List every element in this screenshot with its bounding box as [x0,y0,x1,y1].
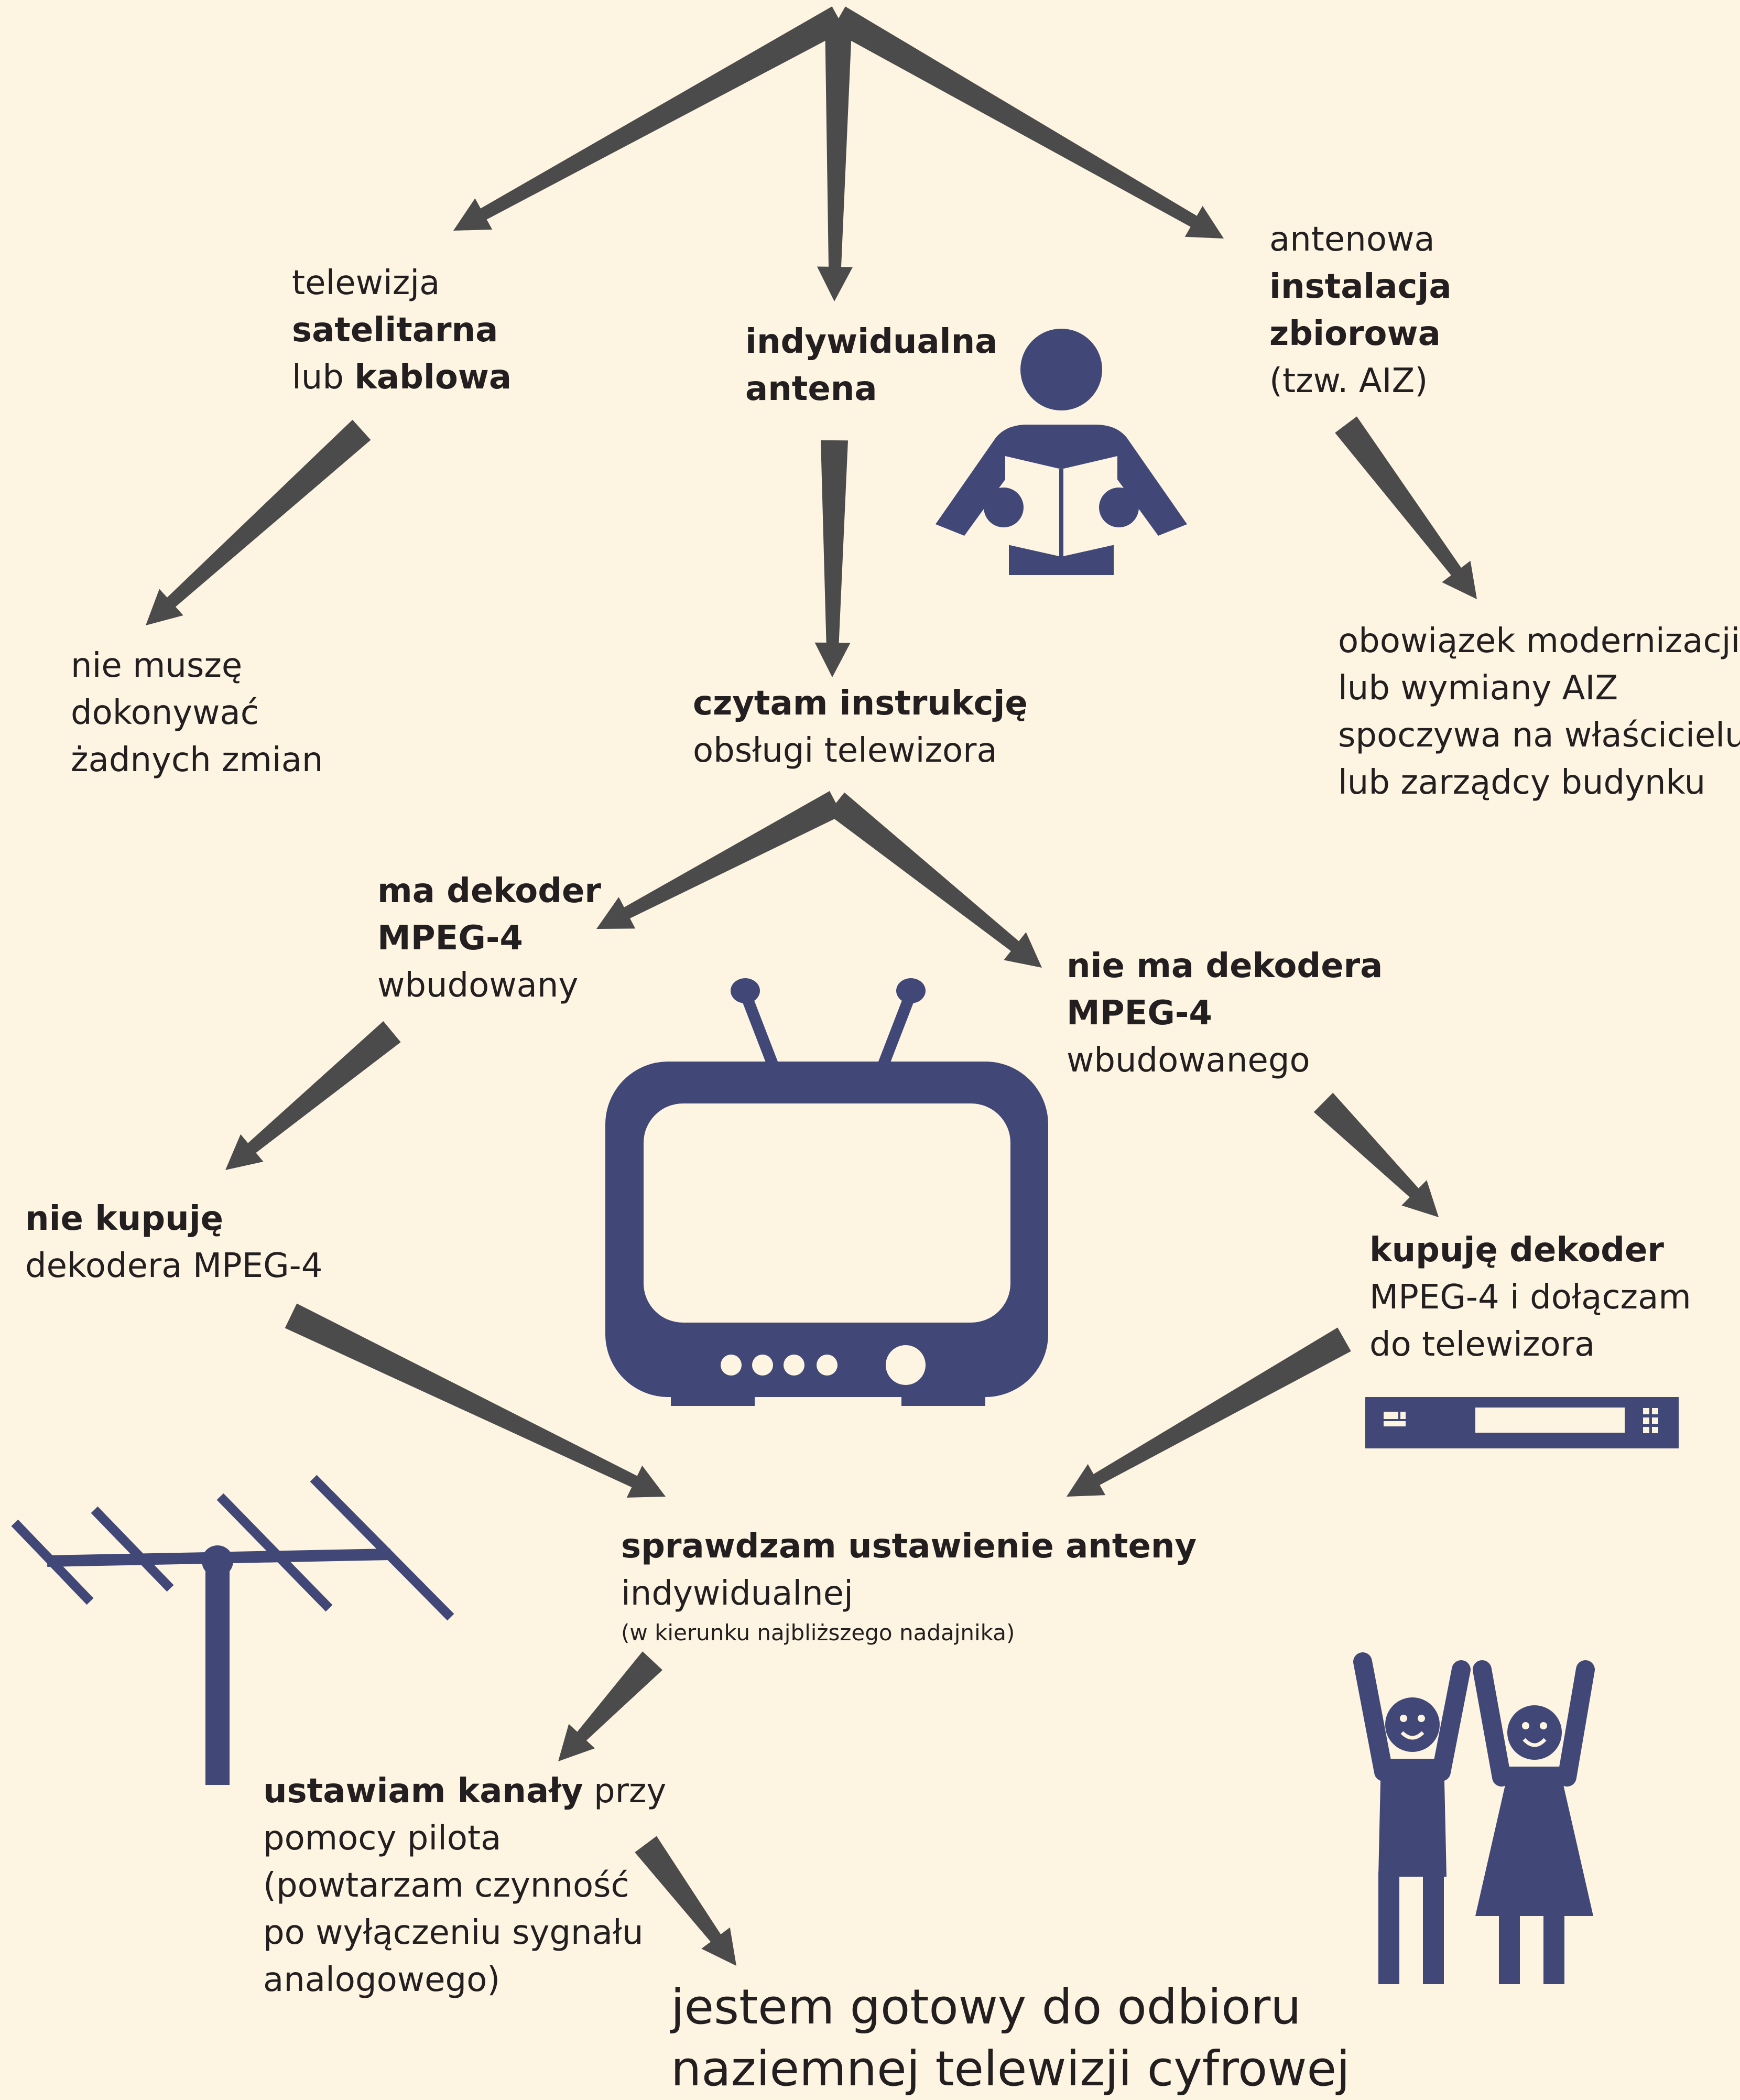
node-collective-installation: antenowa instalacja zbiorowa (tzw. AIZ) [1269,216,1452,405]
node-ready: jestem gotowy do odbioru naziemnej telew… [671,1976,1350,2100]
no-changes-line3: żadnych zmian [71,741,323,780]
happy-people-icon [1353,1652,1595,1984]
has-decoder-line2: MPEG-4 [377,919,523,958]
antenna-icon [11,1475,454,1785]
node-has-decoder: ma dekoder MPEG-4 wbudowany [377,868,601,1009]
node-obligation: obowiązek modernizacji lub wymiany AIZ s… [1338,618,1740,806]
obligation-line2: lub wymiany AIZ [1338,669,1618,708]
person-reading-icon [936,329,1187,575]
read-manual-line2: obsługi telewizora [693,731,997,770]
node-read-manual: czytam instrukcję obsługi telewizora [693,680,1028,774]
set-channels-line3: (powtarzam czynność [263,1866,629,1905]
obligation-line1: obowiązek modernizacji [1338,622,1740,661]
ready-line2: naziemnej telewizji cyfrowej [671,2041,1350,2097]
arrow-satellite-to-no-changes [146,419,371,625]
no-changes-line2: dokonywać [71,694,259,732]
collective-line4: (tzw. AIZ) [1269,362,1428,400]
satellite-line3a: lub [292,358,355,397]
arrow-collective-to-obligation [1335,416,1477,599]
arrow-has-decoder-to-dont-buy [225,1021,401,1170]
node-dont-buy: nie kupuję dekodera MPEG-4 [25,1195,322,1290]
arrows [146,6,1477,1966]
individual-line1: indywidualna [745,322,998,361]
node-set-channels: ustawiam kanały przy pomocy pilota (powt… [263,1768,666,2004]
arrow-channels-to-ready [635,1836,736,1966]
arrow-manual-to-no-decoder [827,792,1042,968]
obligation-line4: lub zarządcy budynku [1338,763,1706,802]
collective-line3: zbiorowa [1269,315,1441,353]
buy-decoder-line2: MPEG-4 i dołączam [1369,1278,1691,1317]
arrow-no-decoder-to-buy [1313,1092,1439,1217]
tv-icon [605,978,1048,1406]
node-individual-antenna: indywidualna antena [745,318,997,413]
ready-line1: jestem gotowy do odbioru [671,1979,1301,2035]
decoder-box-icon [1365,1397,1679,1448]
node-buy-decoder: kupuję dekoder MPEG-4 i dołączam do tele… [1369,1227,1691,1368]
read-manual-line1: czytam instrukcję [693,684,1028,723]
arrow-check-to-channels [558,1651,662,1761]
no-changes-line1: nie muszę [71,646,243,685]
node-satellite-cable: telewizja satelitarna lub kablowa [292,259,512,401]
set-channels-line1b: przy [583,1772,667,1811]
arrow-manual-to-has-decoder [596,791,843,929]
has-decoder-line3: wbudowany [377,966,579,1005]
collective-line1: antenowa [1269,220,1435,259]
collective-line2: instalacja [1269,267,1452,306]
no-decoder-line2: MPEG-4 [1067,994,1212,1033]
arrow-top-to-satellite [453,6,845,231]
arrow-top-to-collective [832,6,1224,239]
satellite-line2: satelitarna [292,311,498,350]
set-channels-line1a: ustawiam kanały [263,1772,583,1811]
node-check-antenna: sprawdzam ustawienie anteny indywidualne… [621,1523,1197,1649]
satellite-line1: telewizja [292,264,440,302]
buy-decoder-line1: kupuję dekoder [1369,1231,1664,1270]
arrow-buy-to-check [1067,1327,1351,1497]
set-channels-line4: po wyłączeniu sygnału [263,1913,644,1952]
node-no-changes: nie muszę dokonywać żadnych zmian [71,642,323,784]
no-decoder-line3: wbudowanego [1067,1041,1310,1080]
check-antenna-line3: (w kierunku najbliższego nadajnika) [621,1620,1015,1646]
individual-line2: antena [745,370,877,408]
check-antenna-line1: sprawdzam ustawienie anteny [621,1527,1197,1566]
dont-buy-line2: dekodera MPEG-4 [25,1247,323,1285]
check-antenna-line2: indywidualnej [621,1574,853,1613]
set-channels-line2: pomocy pilota [263,1819,502,1858]
set-channels-line5: analogowego) [263,1961,501,1999]
no-decoder-line1: nie ma dekodera [1067,947,1383,986]
buy-decoder-line3: do telewizora [1369,1325,1595,1364]
node-no-decoder: nie ma dekodera MPEG-4 wbudowanego [1067,943,1383,1084]
arrow-individual-to-manual [814,440,851,677]
arrow-top-to-individual [817,18,853,302]
has-decoder-line1: ma dekoder [377,872,601,911]
arrow-dont-buy-to-check [285,1303,666,1498]
satellite-line3b: kablowa [354,358,512,397]
dont-buy-line1: nie kupuję [25,1199,224,1238]
obligation-line3: spoczywa na właścicielu [1338,716,1740,755]
